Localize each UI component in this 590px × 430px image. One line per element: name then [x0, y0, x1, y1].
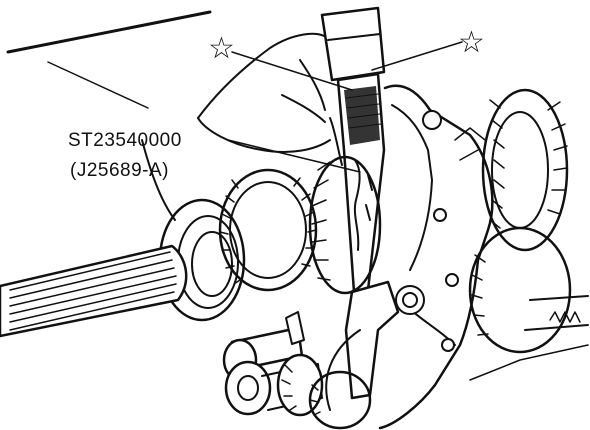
alt-part-number-label: (J25689-A)	[70, 160, 169, 181]
star-marker-left: ☆	[208, 31, 235, 66]
part-number-label: ST23540000	[68, 130, 182, 151]
frame-line	[6, 10, 212, 54]
leader-line-part-number	[227, 139, 361, 173]
helical-gear-center	[308, 155, 382, 295]
main-gear-center	[218, 168, 318, 292]
leader-line-right-star	[371, 41, 463, 71]
knurled-grip	[344, 86, 380, 145]
hand-outline	[141, 32, 343, 221]
shift-rail	[222, 311, 324, 417]
star-marker-right: ☆	[458, 25, 485, 60]
idler-gear	[308, 370, 372, 430]
counter-gear-lower-right	[468, 226, 589, 354]
shift-fork	[325, 280, 425, 411]
leader-line-left-star	[231, 51, 353, 91]
main-shaft	[0, 244, 188, 338]
hammer-handle	[320, 6, 386, 82]
leader-line-hand	[47, 61, 149, 109]
